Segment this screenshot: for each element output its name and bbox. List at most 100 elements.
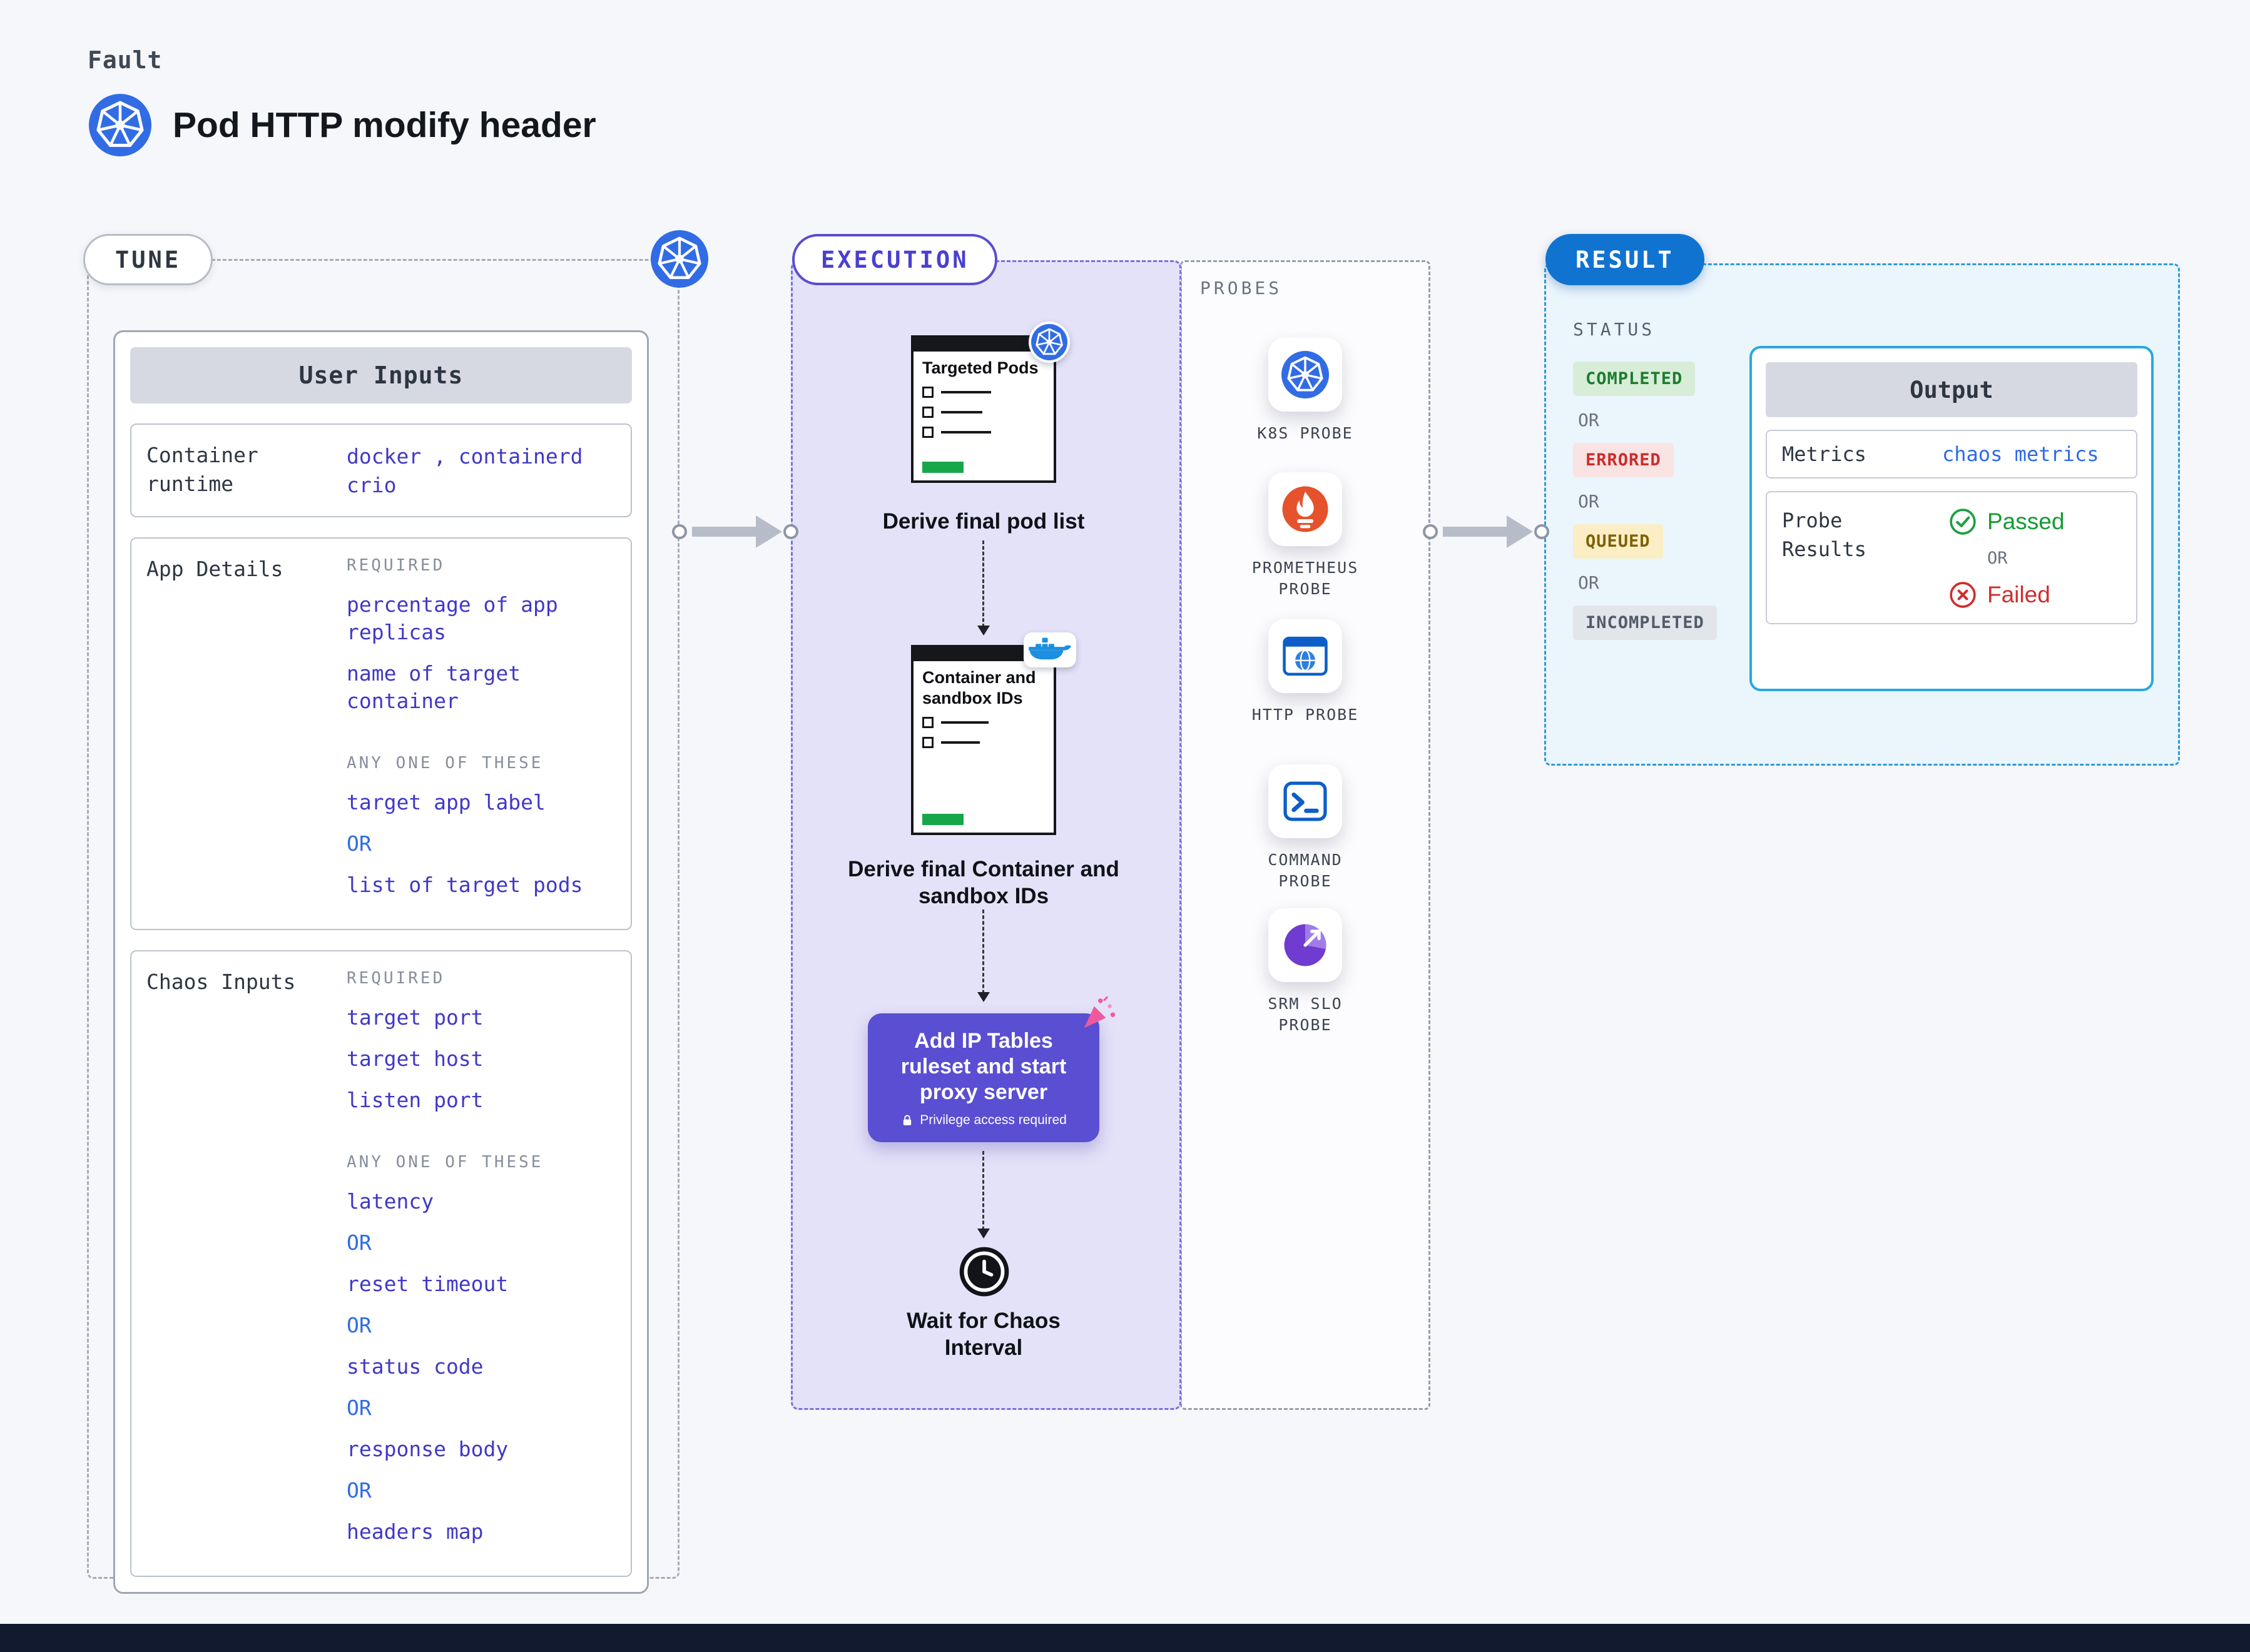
- result-section-label: RESULT: [1545, 234, 1704, 285]
- connector-dot: [672, 524, 687, 539]
- any-one-label: ANY ONE OF THESE: [347, 1153, 544, 1172]
- arrow-down-icon: [977, 540, 990, 636]
- any-one-label: ANY ONE OF THESE: [347, 754, 544, 773]
- probe-results-label: Probe Results: [1782, 509, 1866, 561]
- prometheus-icon: [1281, 485, 1329, 533]
- kubernetes-icon: [651, 230, 708, 288]
- status-badge: ERRORED: [1573, 443, 1674, 477]
- probe-icon-card: [1268, 338, 1342, 412]
- or-label: OR: [1987, 549, 2008, 568]
- clock-icon: [959, 1246, 1010, 1297]
- user-inputs-header: User Inputs: [130, 347, 632, 403]
- probe-item: PROMETHEUS PROBE: [1211, 472, 1399, 600]
- x-circle-icon: [1948, 580, 1977, 609]
- confetti-icon: [1079, 995, 1117, 1033]
- input-value: reset timeout: [347, 1272, 509, 1296]
- input-value: target port: [347, 1005, 484, 1030]
- status-column: COMPLETED OR ERRORED OR QUEUED OR INCOMP…: [1573, 362, 1717, 652]
- iptables-action-box: Add IP Tables ruleset and start proxy se…: [868, 1013, 1099, 1142]
- status-badge: COMPLETED: [1573, 362, 1696, 396]
- http-globe-icon: [1281, 632, 1329, 680]
- kubernetes-icon: [89, 94, 151, 156]
- step-caption: Wait for Chaos Interval: [907, 1309, 1061, 1360]
- arrow-right-icon: [756, 515, 782, 548]
- probe-icon-card: [1268, 619, 1342, 693]
- metrics-value: chaos metrics: [1942, 442, 2099, 466]
- or-label: OR: [1578, 572, 1599, 593]
- arrow-right-icon: [692, 527, 757, 537]
- doc-title-bar: [914, 338, 1054, 352]
- probe-icon-card: [1268, 472, 1342, 546]
- privilege-badge-text: Privilege access required: [920, 1112, 1067, 1127]
- tune-section-label: TUNE: [83, 234, 213, 285]
- arrow-right-icon: [1507, 515, 1533, 548]
- probe-passed: Passed: [1948, 507, 2064, 536]
- container-runtime-values: docker , containerd: [347, 444, 583, 469]
- step-caption: Derive final pod list: [882, 509, 1085, 534]
- probe-name: COMMAND PROBE: [1268, 851, 1343, 890]
- doc-checkbox-row: [914, 712, 1054, 732]
- doc-progress-bar: [922, 814, 964, 825]
- gauge-pie-icon: [1281, 921, 1329, 969]
- app-details-card: App Details REQUIRED percentage of app r…: [130, 537, 632, 930]
- connector-dot: [1423, 524, 1438, 539]
- arrow-down-icon: [977, 1151, 990, 1239]
- or-label: OR: [347, 1396, 372, 1420]
- output-header: Output: [1766, 362, 2137, 417]
- or-label: OR: [1578, 491, 1599, 512]
- user-inputs-card: User Inputs Container runtime docker , c…: [113, 330, 649, 1594]
- check-circle-icon: [1948, 507, 1977, 536]
- arrow-right-icon: [1443, 527, 1508, 537]
- doc-title: Targeted Pods: [922, 358, 1039, 377]
- iptables-action-text: Add IP Tables ruleset and start proxy se…: [900, 1028, 1067, 1104]
- or-label: OR: [347, 831, 372, 856]
- probe-icon-card: [1268, 908, 1342, 982]
- doc-progress-bar: [922, 462, 964, 473]
- doc-checkbox-row: [914, 402, 1054, 422]
- input-value: name of target container: [347, 661, 521, 713]
- fault-kicker: Fault: [88, 46, 163, 74]
- chaos-inputs-card: Chaos Inputs REQUIRED target port target…: [130, 950, 632, 1577]
- metrics-row: Metrics chaos metrics: [1766, 430, 2137, 479]
- input-value: latency: [347, 1189, 434, 1214]
- probe-results-row: Probe Results Passed OR Failed: [1766, 491, 2137, 624]
- input-value: response body: [347, 1437, 509, 1461]
- probe-name: SRM SLO PROBE: [1268, 995, 1343, 1034]
- step-caption: Derive final Container and sandbox IDs: [848, 857, 1119, 908]
- doc-checkbox-row: [914, 382, 1054, 402]
- container-ids-doc: Container and sandbox IDs: [911, 632, 1076, 835]
- lock-icon: [900, 1113, 914, 1127]
- probe-name: K8S PROBE: [1257, 424, 1353, 442]
- execution-section-label: EXECUTION: [792, 234, 998, 285]
- probe-item: SRM SLO PROBE: [1211, 908, 1399, 1036]
- status-badge: QUEUED: [1573, 524, 1663, 559]
- or-label: OR: [347, 1478, 372, 1503]
- probe-item: HTTP PROBE: [1211, 619, 1399, 726]
- required-label: REQUIRED: [347, 969, 445, 988]
- targeted-pods-doc: Targeted Pods: [911, 322, 1070, 483]
- privilege-badge: Privilege access required: [900, 1113, 1067, 1128]
- doc-checkbox-row: [914, 732, 1054, 753]
- required-label: REQUIRED: [347, 556, 445, 575]
- failed-label: Failed: [1987, 582, 2050, 607]
- app-details-label: App Details: [146, 557, 283, 581]
- chaos-inputs-label: Chaos Inputs: [146, 970, 296, 994]
- probe-icon-card: [1268, 764, 1342, 838]
- container-runtime-row: Container runtime docker , containerd cr…: [130, 423, 632, 517]
- container-runtime-values: crio: [347, 473, 397, 497]
- doc-title: Container and sandbox IDs: [922, 668, 1036, 707]
- arrow-down-icon: [977, 910, 990, 1002]
- doc-title-bar: [914, 647, 1054, 661]
- status-badge: INCOMPLETED: [1573, 606, 1717, 640]
- input-value: percentage of app replicas: [347, 592, 558, 644]
- terminal-icon: [1281, 778, 1329, 825]
- container-runtime-label: Container runtime: [146, 443, 258, 496]
- kubernetes-icon: [1281, 351, 1329, 398]
- input-value: listen port: [347, 1088, 484, 1112]
- page-title: Pod HTTP modify header: [173, 105, 596, 145]
- or-label: OR: [1578, 410, 1599, 430]
- probes-section-label: PROBES: [1200, 278, 1283, 298]
- passed-label: Passed: [1987, 509, 2065, 534]
- probe-item: COMMAND PROBE: [1211, 764, 1399, 892]
